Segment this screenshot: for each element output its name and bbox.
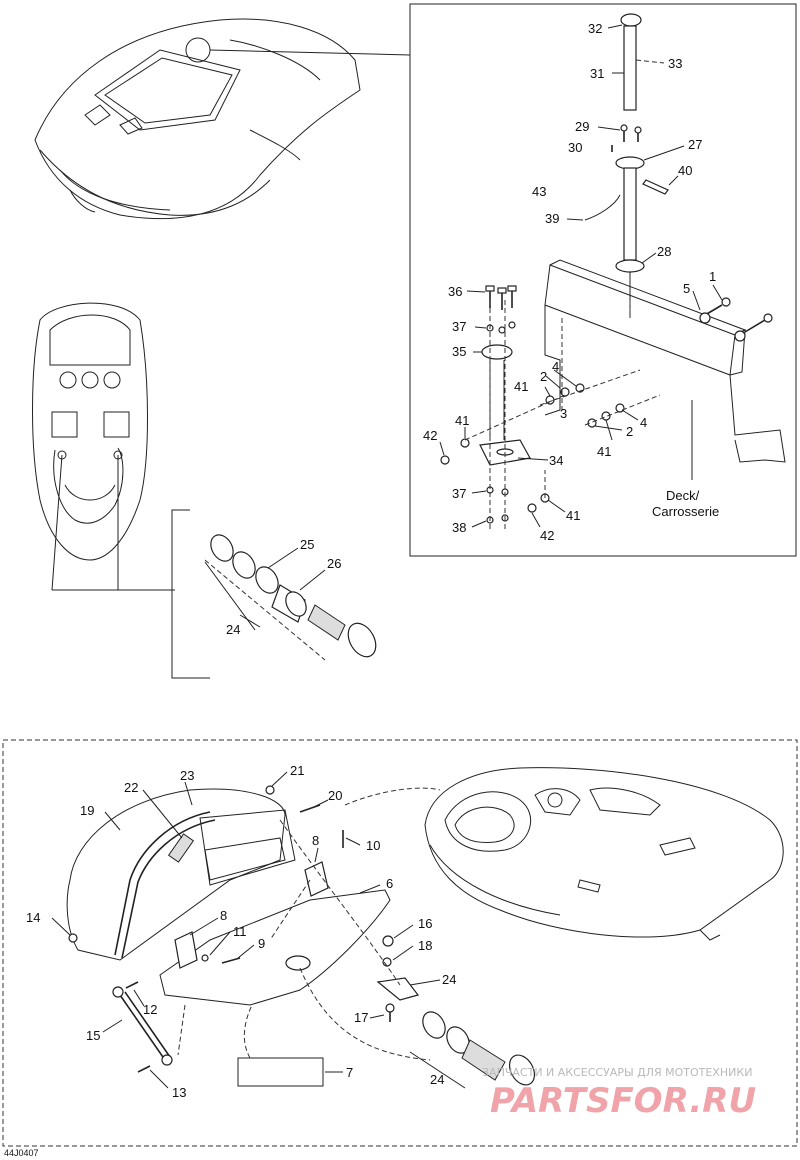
callout-14: 14 — [26, 910, 40, 925]
callout-41-b: 41 — [455, 413, 469, 428]
callout-4-upper: 4 — [552, 359, 559, 374]
callout-33: 33 — [668, 56, 682, 71]
vent-assembly-upper — [204, 534, 377, 661]
lower-detail-box — [2, 739, 798, 1147]
callout-24-upper: 24 — [226, 622, 240, 637]
watercraft-rear-illustration — [424, 767, 784, 941]
leader-lines-bottom — [51, 771, 441, 1089]
post-assembly — [440, 13, 786, 530]
callout-17: 17 — [354, 1010, 368, 1025]
watermark: ЗАПЧАСТИ И АКСЕССУАРЫ ДЛЯ МОТОТЕХНИКИ PA… — [482, 1066, 756, 1121]
callout-9: 9 — [258, 936, 265, 951]
callout-4-lower: 4 — [640, 415, 647, 430]
callout-39: 39 — [545, 211, 559, 226]
watermark-tagline: ЗАПЧАСТИ И АКСЕССУАРЫ ДЛЯ МОТОТЕХНИКИ — [482, 1066, 752, 1079]
callout-27: 27 — [688, 137, 702, 152]
callout-13: 13 — [172, 1085, 186, 1100]
callout-31: 31 — [590, 66, 604, 81]
callout-2-lower: 2 — [626, 424, 633, 439]
callout-28: 28 — [657, 244, 671, 259]
callout-32: 32 — [588, 21, 602, 36]
callout-20: 20 — [328, 788, 342, 803]
callout-29: 29 — [575, 119, 589, 134]
callout-24-bracket: 24 — [442, 972, 456, 987]
watermark-brand: PARTSFOR.RU — [490, 1081, 756, 1121]
callout-16: 16 — [418, 916, 432, 931]
callout-8-upper: 8 — [312, 833, 319, 848]
callout-22: 22 — [124, 780, 138, 795]
callout-26: 26 — [327, 556, 341, 571]
callout-41-c: 41 — [597, 444, 611, 459]
callout-34: 34 — [549, 453, 563, 468]
callout-3: 3 — [560, 406, 567, 421]
callout-42-upper: 42 — [423, 428, 437, 443]
callout-6: 6 — [386, 876, 393, 891]
diagram-code: 44J0407 — [4, 1148, 39, 1158]
deck-label-line1: Deck/ — [666, 488, 700, 503]
callout-24-lower: 24 — [430, 1072, 444, 1087]
glovebox-assembly — [66, 785, 536, 1089]
callout-23: 23 — [180, 768, 194, 783]
leader-lines-top — [439, 24, 723, 528]
callout-43: 43 — [532, 184, 546, 199]
callout-11: 11 — [233, 924, 247, 939]
callout-37-upper: 37 — [452, 319, 466, 334]
callout-41-d: 41 — [566, 508, 580, 523]
callout-2-upper: 2 — [540, 369, 547, 384]
callout-18: 18 — [418, 938, 432, 953]
callout-12: 12 — [143, 1002, 157, 1017]
callout-37-lower: 37 — [452, 486, 466, 501]
callout-labels: 32 33 31 29 30 27 40 43 39 28 1 5 36 37 … — [4, 21, 719, 1158]
watercraft-front-illustration — [34, 18, 361, 220]
callout-21: 21 — [290, 763, 304, 778]
watercraft-top-view-illustration — [32, 302, 175, 591]
callout-7: 7 — [346, 1065, 353, 1080]
callout-30: 30 — [568, 140, 582, 155]
callout-15: 15 — [86, 1028, 100, 1043]
callout-42-lower: 42 — [540, 528, 554, 543]
callout-1: 1 — [709, 269, 716, 284]
callout-10: 10 — [366, 838, 380, 853]
callout-19: 19 — [80, 803, 94, 818]
deck-label-line2: Carrosserie — [652, 504, 719, 519]
callout-35: 35 — [452, 344, 466, 359]
detail-box — [409, 3, 797, 557]
callout-36: 36 — [448, 284, 462, 299]
callout-41-a: 41 — [514, 379, 528, 394]
callout-5: 5 — [683, 281, 690, 296]
callout-40: 40 — [678, 163, 692, 178]
callout-38: 38 — [452, 520, 466, 535]
callout-8-lower: 8 — [220, 908, 227, 923]
callout-25: 25 — [300, 537, 314, 552]
